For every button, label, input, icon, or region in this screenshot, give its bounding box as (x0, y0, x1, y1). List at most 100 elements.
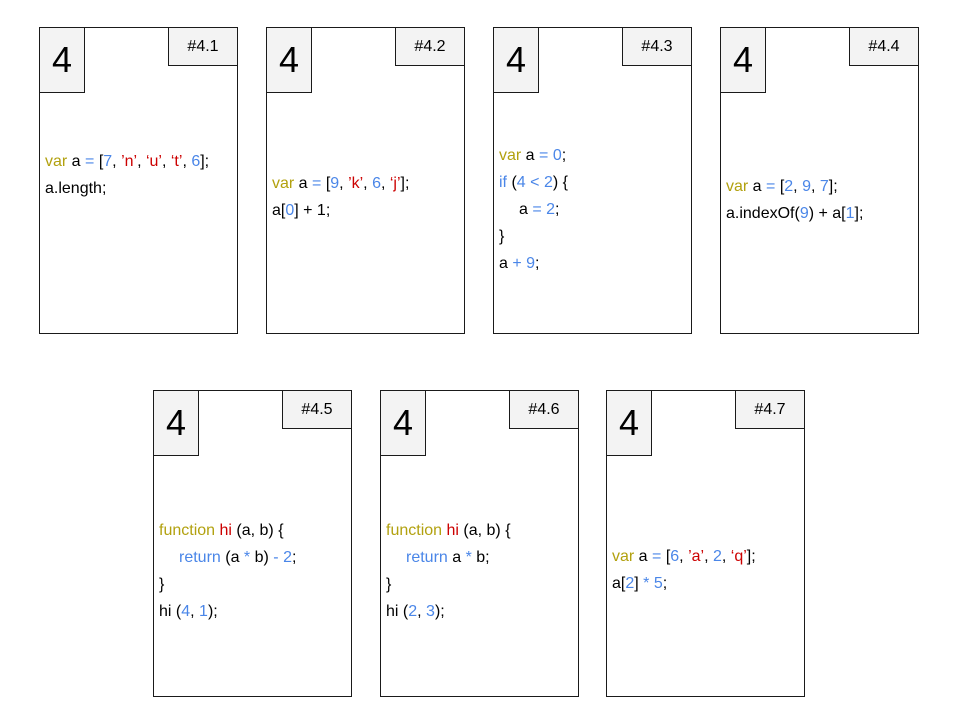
code-text: ; (561, 147, 567, 164)
code-text: b) (250, 549, 274, 566)
code-text: a (499, 255, 513, 272)
code-text: ] (634, 575, 644, 592)
code-number: 2 (712, 548, 722, 565)
code-text: a (447, 549, 466, 566)
code-line: hi (2, 3); (386, 598, 574, 625)
card-value: 4 (39, 27, 85, 93)
code-text: ; (662, 575, 668, 592)
code-text: ]; (400, 175, 410, 192)
code-snippet: var a = 0;if (4 < 2) {a = 2;}a + 9; (499, 142, 687, 277)
code-keyword: var (272, 175, 295, 192)
code-number: 7 (819, 178, 829, 195)
code-line: var a = [9, ’k’, 6, ‘j’]; (272, 170, 460, 197)
card-value: 4 (153, 390, 199, 456)
code-text: a (521, 147, 540, 164)
code-text: ] + 1; (294, 202, 331, 219)
code-operator: return (406, 549, 448, 566)
code-number: 2 (408, 603, 418, 620)
code-text: ( (507, 174, 517, 191)
code-number: 2 (283, 549, 292, 566)
code-text: a (748, 178, 767, 195)
card-4-1: 4 #4.1 var a = [7, ’n’, ‘u’, ‘t’, 6];a.l… (39, 27, 238, 334)
code-text: , (380, 175, 390, 192)
code-number: 5 (653, 575, 663, 592)
code-number: 4 (516, 174, 526, 191)
code-text: a (519, 201, 533, 218)
code-string: ’a’ (688, 548, 705, 565)
code-line: a + 9; (499, 250, 687, 277)
code-string: ‘t’ (170, 153, 183, 170)
card-value: 4 (266, 27, 312, 93)
card-id: #4.1 (168, 27, 238, 66)
card-id: #4.2 (395, 27, 465, 66)
code-snippet: function hi (a, b) {return a * b;}hi (2,… (386, 517, 574, 625)
code-text: , (190, 603, 200, 620)
code-number: 9 (330, 175, 340, 192)
code-keyword: var (612, 548, 635, 565)
code-text: ; (535, 255, 540, 272)
code-text: ]; (854, 205, 864, 222)
code-line: a.indexOf(9) + a[1]; (726, 200, 914, 227)
code-text: (a (220, 549, 244, 566)
code-number: 6 (191, 153, 201, 170)
code-snippet: var a = [9, ’k’, 6, ‘j’];a[0] + 1; (272, 170, 460, 224)
code-operator: * (643, 575, 650, 592)
card-4-3: 4 #4.3 var a = 0;if (4 < 2) {a = 2;}a + … (493, 27, 692, 334)
code-string: hi (446, 522, 459, 539)
card-value: 4 (720, 27, 766, 93)
code-text: hi ( (386, 603, 409, 620)
code-number: 9 (802, 178, 811, 195)
code-text: , (417, 603, 427, 620)
card-id: #4.3 (622, 27, 692, 66)
code-text: a.indexOf( (726, 205, 800, 222)
code-text: , (793, 178, 803, 195)
code-text: , (363, 175, 373, 192)
card-id: #4.6 (509, 390, 579, 429)
code-number: 0 (285, 202, 295, 219)
code-line: a = 2; (499, 196, 687, 223)
code-snippet: function hi (a, b) {return (a * b) - 2;}… (159, 517, 347, 625)
code-text: ) + a[ (808, 205, 846, 222)
code-operator: + (512, 255, 522, 272)
code-operator: if (499, 174, 507, 191)
code-operator: = (532, 201, 542, 218)
code-number: 2 (543, 174, 553, 191)
card-id: #4.7 (735, 390, 805, 429)
code-string: ‘u’ (145, 153, 162, 170)
code-line: return a * b; (386, 544, 574, 571)
code-line: function hi (a, b) { (386, 517, 574, 544)
code-keyword: var (726, 178, 749, 195)
card-4-2: 4 #4.2 var a = [9, ’k’, 6, ‘j’];a[0] + 1… (266, 27, 465, 334)
code-text: , (339, 175, 349, 192)
code-text: ]; (828, 178, 838, 195)
code-number: 2 (546, 201, 556, 218)
code-snippet: var a = [7, ’n’, ‘u’, ‘t’, 6];a.length; (45, 148, 233, 202)
code-string: ’k’ (348, 175, 364, 192)
code-text: b; (471, 549, 490, 566)
code-text: ; (291, 549, 297, 566)
code-number: 2 (784, 178, 794, 195)
code-text: (a, b) { (231, 522, 284, 539)
code-line: } (499, 223, 687, 250)
code-text: (a, b) { (458, 522, 511, 539)
code-text: ; (555, 201, 560, 218)
code-text: ); (207, 603, 218, 620)
code-operator: = (766, 178, 776, 195)
code-keyword: var (45, 153, 68, 170)
code-line: var a = [6, ’a’, 2, ‘q’]; (612, 543, 800, 570)
card-id: #4.5 (282, 390, 352, 429)
code-line: if (4 < 2) { (499, 169, 687, 196)
code-text: a[ (272, 202, 286, 219)
code-number: 1 (199, 603, 208, 620)
card-value: 4 (493, 27, 539, 93)
code-text: a[ (612, 575, 626, 592)
code-line: } (159, 571, 347, 598)
code-line: a[0] + 1; (272, 197, 460, 224)
code-text: [ (775, 178, 785, 195)
card-4-7: 4 #4.7 var a = [6, ’a’, 2, ‘q’];a[2] * 5… (606, 390, 805, 697)
code-text: , (704, 548, 713, 565)
code-number: 3 (426, 603, 435, 620)
code-snippet: var a = [6, ’a’, 2, ‘q’]; a[ 2] * 5; (612, 543, 800, 597)
code-number: 6 (372, 175, 381, 192)
code-text: , (810, 178, 820, 195)
